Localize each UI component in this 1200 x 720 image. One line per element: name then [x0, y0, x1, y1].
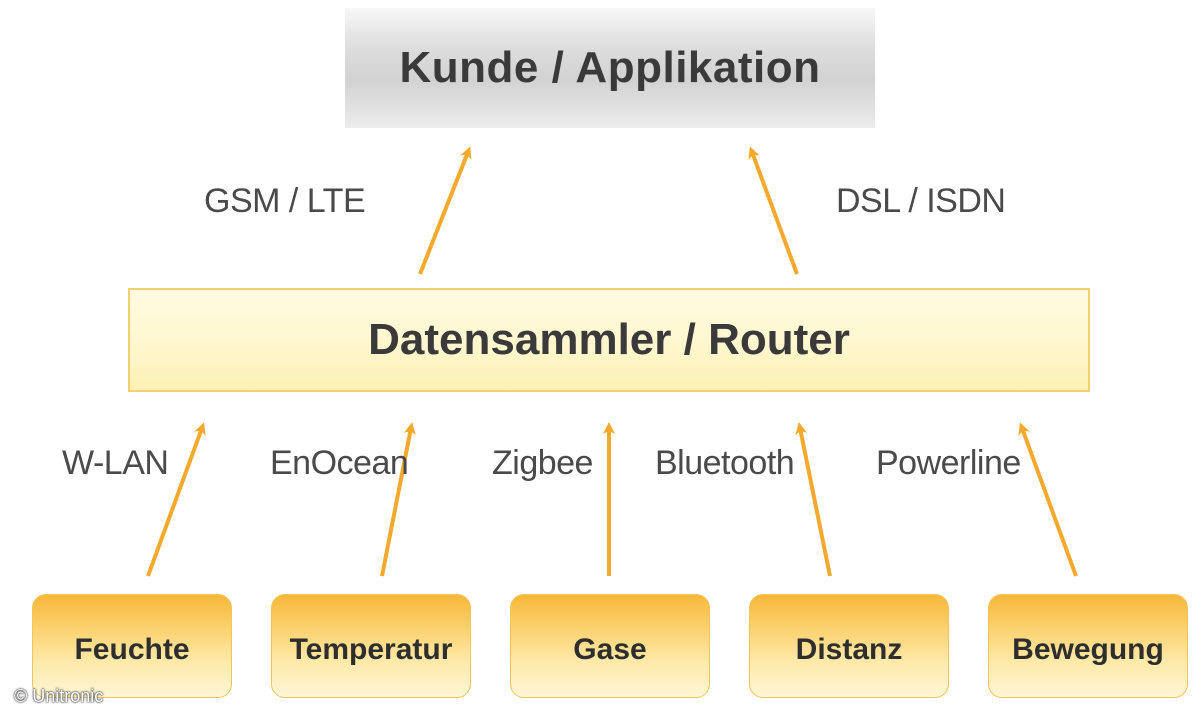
- sensor-feuchte: Feuchte: [32, 594, 232, 698]
- arrow-powerline: [1018, 422, 1078, 577]
- application-label: Kunde / Applikation: [399, 43, 821, 92]
- label-enocean: EnOcean: [270, 444, 409, 482]
- sensor-label: Gase: [573, 633, 647, 666]
- sensor-temperatur: Temperatur: [271, 594, 471, 698]
- arrow-dsl-isdn: [748, 146, 799, 275]
- arrow-enocean: [380, 422, 416, 577]
- arrow-gsm-lte: [418, 146, 472, 275]
- application-box: Kunde / Applikation: [345, 8, 875, 128]
- sensor-label: Feuchte: [74, 633, 190, 666]
- label-zigbee: Zigbee: [492, 444, 593, 482]
- label-bluetooth: Bluetooth: [655, 444, 795, 482]
- sensor-gase: Gase: [510, 594, 710, 698]
- router-box: Datensammler / Router: [128, 288, 1090, 392]
- label-gsm-lte: GSM / LTE: [204, 182, 366, 220]
- sensor-distanz: Distanz: [749, 594, 949, 698]
- copyright-notice: © Unitronic: [14, 686, 104, 706]
- label-powerline: Powerline: [876, 444, 1021, 482]
- arrow-wlan: [146, 422, 206, 577]
- label-dsl-isdn: DSL / ISDN: [836, 182, 1006, 220]
- router-label: Datensammler / Router: [368, 315, 850, 364]
- arrow-bluetooth: [795, 422, 832, 577]
- sensor-label: Distanz: [795, 633, 903, 666]
- sensor-label: Bewegung: [1012, 633, 1164, 666]
- sensor-bewegung: Bewegung: [988, 594, 1188, 698]
- sensor-label: Temperatur: [289, 633, 453, 666]
- label-wlan: W-LAN: [62, 444, 169, 482]
